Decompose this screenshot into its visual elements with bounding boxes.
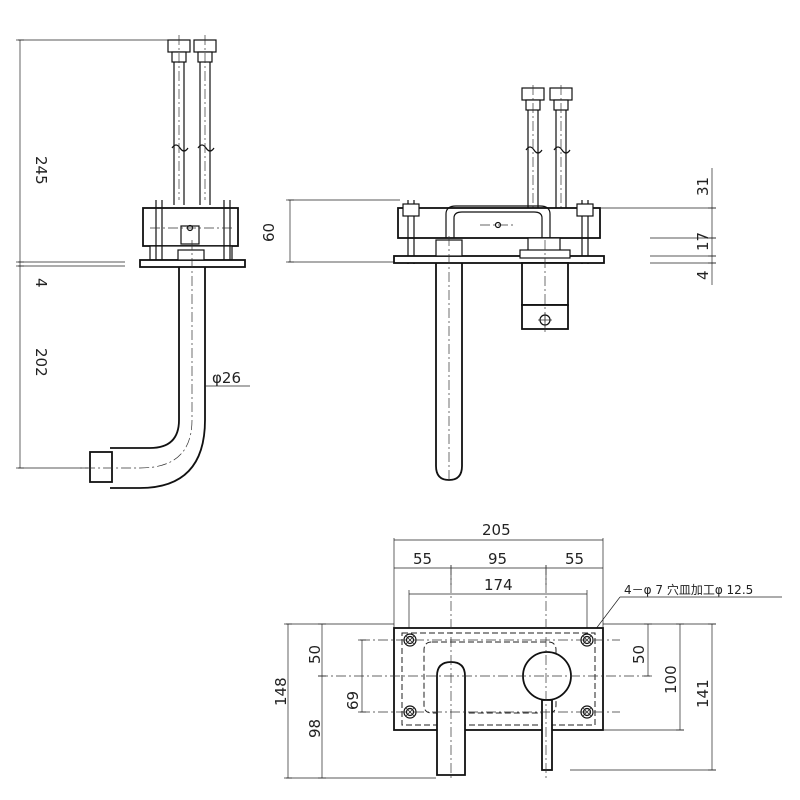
dim-front-17: 17	[694, 232, 712, 251]
dim-front-60: 60	[260, 223, 278, 242]
dim-top-95: 95	[488, 550, 507, 568]
dim-left-98: 98	[306, 719, 324, 738]
dim-diameter-26: φ26	[212, 369, 241, 387]
front-hoses	[521, 85, 573, 215]
front-wall-plate	[393, 255, 605, 264]
dim-side-202: 202	[32, 348, 50, 377]
dim-top-55-left: 55	[413, 550, 432, 568]
supply-hoses	[167, 35, 217, 205]
dim-right-141: 141	[694, 679, 712, 708]
dim-front-4: 4	[694, 270, 712, 280]
dim-side-245: 245	[32, 156, 50, 185]
dim-top-55-right: 55	[565, 550, 584, 568]
dim-top-205: 205	[482, 521, 511, 539]
dim-front-31: 31	[694, 177, 712, 196]
dim-top-174: 174	[484, 576, 513, 594]
dim-right-100: 100	[662, 665, 680, 694]
top-view: 205 55 95 55 174 4－φ 7 穴皿加工φ 12.5	[272, 521, 782, 780]
dim-left-50: 50	[306, 645, 324, 664]
dim-left-69: 69	[344, 691, 362, 710]
dim-arrow-ticks	[16, 39, 24, 469]
dim-side-4: 4	[32, 278, 50, 288]
side-view: 245 4 202	[16, 35, 250, 489]
side-wall-plate	[139, 259, 246, 268]
dim-left-148: 148	[272, 677, 290, 706]
front-view: 60	[260, 85, 716, 482]
top-handle-lever	[541, 699, 553, 771]
hole-note: 4－φ 7 穴皿加工φ 12.5	[624, 582, 753, 597]
side-spout	[80, 240, 206, 489]
dim-right-50: 50	[630, 645, 648, 664]
